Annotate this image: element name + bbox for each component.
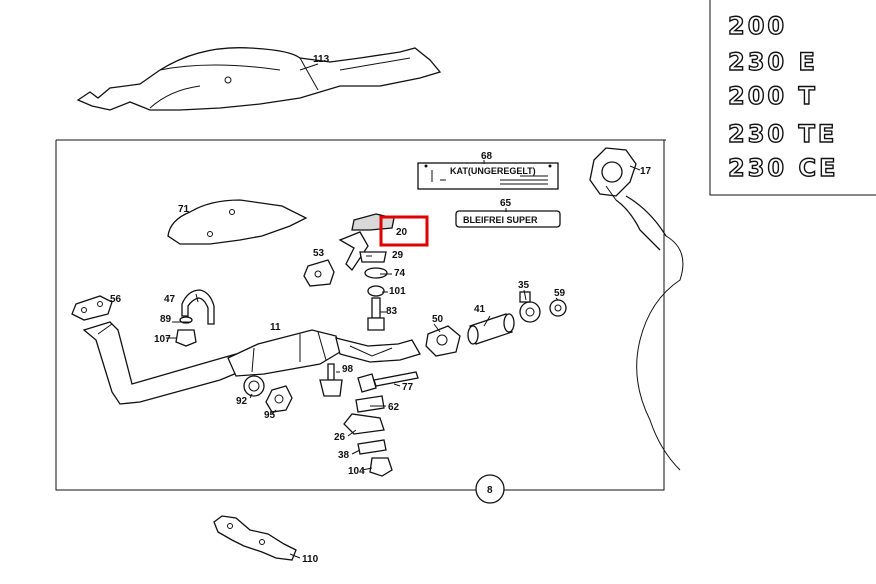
rubber-ring-59 [549,299,567,317]
label-38: 38 [338,450,350,461]
label-53: 53 [313,248,325,259]
model-badge-230ce: 230 CE [728,154,838,182]
bolt-83 [367,297,385,331]
label-92: 92 [236,396,248,407]
label-65: 65 [500,198,512,209]
pipe-sleeve-41 [467,313,515,345]
flange-gasket-50 [425,325,461,357]
label-98: 98 [342,364,354,375]
clamp-35 [519,291,541,323]
exhaust-flange-17 [589,147,667,251]
label-35: 35 [518,280,530,291]
label-47: 47 [164,294,176,305]
clamp-29 [359,251,387,263]
label-8: 8 [487,485,493,496]
model-badge-230e: 230 E [728,48,818,76]
shield-plate-71 [167,199,308,245]
screw-98 [319,363,343,397]
clamp-half-26 [343,413,385,435]
label-113: 113 [313,54,330,65]
label-77: 77 [402,382,414,393]
label-41: 41 [474,304,486,315]
label-11: 11 [270,322,281,333]
rubber-mount-53 [303,259,335,287]
label-59: 59 [554,288,566,299]
model-badge-230te: 230 TE [728,120,837,148]
label-104: 104 [348,466,365,477]
label-101: 101 [389,286,406,297]
hanger-bracket-20 [338,213,395,272]
highlight-box-20 [379,215,429,247]
model-badge-200: 200 [728,12,787,40]
kat-label-text: KAT(UNGEREGELT) [450,166,536,176]
model-badge-200t: 200 T [728,82,818,110]
label-17: 17 [640,166,652,177]
gasket-56 [71,295,113,321]
rear-silhouette [636,235,684,471]
kat-label-plate-68: KAT(UNGEREGELT) [417,162,559,190]
model-badge-panel: 200 230 E 200 T 230 TE 230 CE [709,0,876,196]
label-71: 71 [178,204,190,215]
fuel-label-text: BLEIFREI SUPER [463,215,538,225]
ring-92 [243,375,265,397]
u-bolt-47 [181,289,215,325]
washer-74 [364,267,388,279]
nut-107 [175,329,197,347]
spring-washer-101 [367,285,385,297]
heat-shield-113 [76,47,442,111]
diagram-frame [55,139,666,491]
label-74: 74 [394,268,406,279]
fuel-label-65: BLEIFREI SUPER [455,210,561,228]
label-89: 89 [160,314,172,325]
label-20: 20 [396,227,408,238]
label-56: 56 [110,294,122,305]
bolt-77 [357,371,419,393]
bracket-110 [213,515,297,561]
section-marker-8 [475,474,505,504]
label-62: 62 [388,402,400,413]
plate-62 [355,395,385,413]
nut-104 [369,457,393,477]
label-50: 50 [432,314,444,325]
label-110: 110 [302,554,319,565]
exhaust-pipe-catalytic-11 [82,321,421,405]
label-26: 26 [334,432,346,443]
label-95: 95 [264,410,276,421]
plug-95 [265,385,293,413]
plate-38 [357,439,387,455]
label-68: 68 [481,151,493,162]
label-29: 29 [392,250,404,261]
label-83: 83 [386,306,398,317]
label-107: 107 [154,334,171,345]
